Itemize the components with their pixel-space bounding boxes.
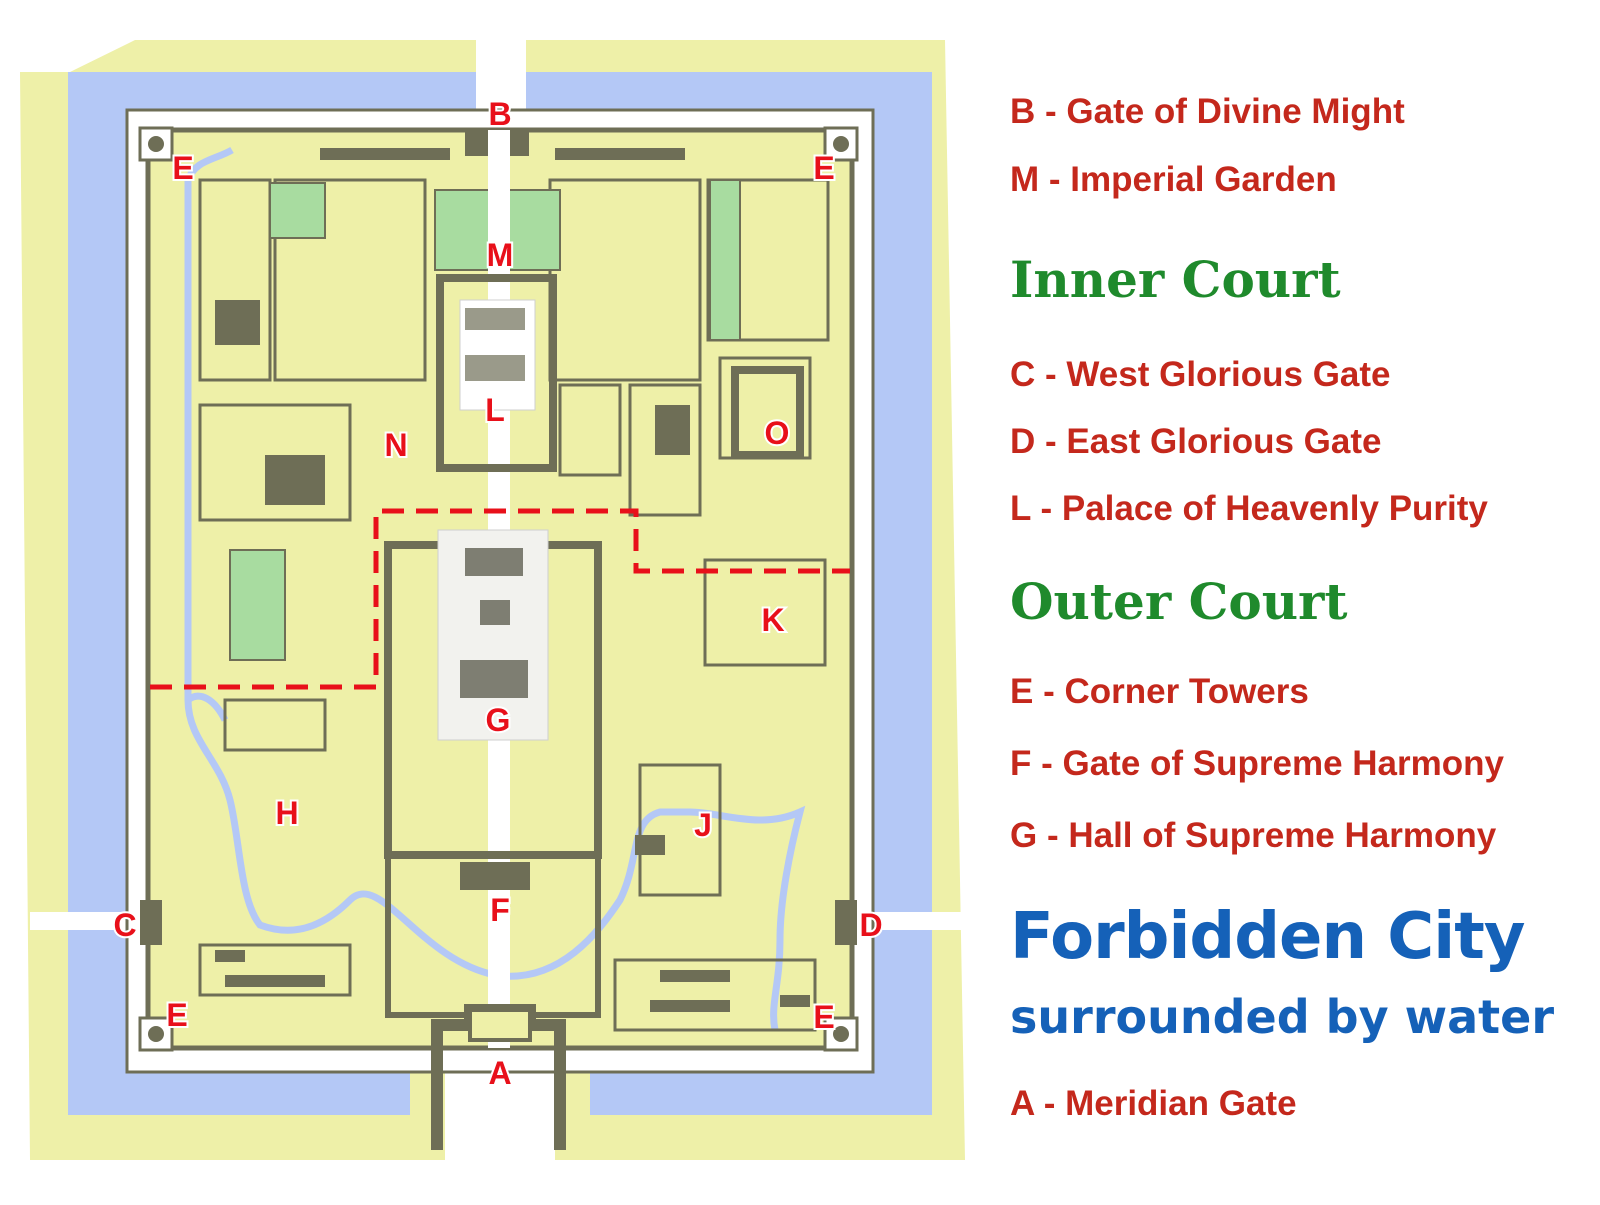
map-label-h: H <box>275 795 298 831</box>
legend-item-d: D - East Glorious Gate <box>1010 422 1382 461</box>
map-label-e-northwest: E <box>172 150 193 186</box>
legend-item-l: L - Palace of Heavenly Purity <box>1010 489 1488 528</box>
map-legend: B - Gate of Divine Might M - Imperial Ga… <box>1010 0 1590 1205</box>
inner-court-heading: Inner Court <box>1010 250 1341 309</box>
heavenly-purity-hall <box>465 308 525 330</box>
map-label-l: L <box>485 392 505 428</box>
map-label-e-southwest: E <box>166 997 187 1033</box>
legend-item-c: C - West Glorious Gate <box>1010 355 1391 394</box>
legend-item-e: E - Corner Towers <box>1010 672 1309 711</box>
heavenly-purity-compound <box>436 274 557 472</box>
map-label-d: D <box>859 907 882 943</box>
gardens <box>229 179 741 661</box>
map-label-e-northeast: E <box>813 150 834 186</box>
inner-court-buildings <box>198 178 830 1032</box>
west-glorious-gate <box>140 900 162 945</box>
map-label-c: C <box>113 907 136 943</box>
map-label-e-southeast: E <box>813 999 834 1035</box>
supreme-harmony-gate <box>460 862 530 890</box>
corner-tower-cores <box>148 136 849 1042</box>
south-approach-road <box>445 1060 555 1160</box>
west-bridge <box>30 912 130 930</box>
compound-o <box>731 366 804 459</box>
court-boundary-line <box>150 508 850 690</box>
meridian-gate-center <box>468 1008 532 1042</box>
map-label-k: K <box>761 602 784 638</box>
map-label-a: A <box>488 1055 511 1091</box>
moat-link <box>185 692 229 722</box>
preserving-harmony-hall <box>465 548 523 576</box>
outer-court-heading: Outer Court <box>1010 572 1348 631</box>
central-harmony-hall <box>480 600 510 625</box>
legend-item-m: M - Imperial Garden <box>1010 160 1337 199</box>
forbidden-city-map: B E E M L N O K G H J F C D E E A <box>20 40 965 1160</box>
map-label-f: F <box>490 892 510 928</box>
east-glorious-gate <box>835 900 857 945</box>
map-label-n: N <box>384 427 407 463</box>
legend-item-b: B - Gate of Divine Might <box>1010 92 1405 131</box>
east-bridge <box>870 912 965 930</box>
map-title: Forbidden City <box>1010 900 1525 974</box>
legend-item-f: F - Gate of Supreme Harmony <box>1010 744 1504 783</box>
legend-item-g: G - Hall of Supreme Harmony <box>1010 816 1497 855</box>
map-label-o: O <box>765 415 790 451</box>
map-label-m: M <box>487 237 514 273</box>
map-label-b: B <box>488 96 511 132</box>
map-subtitle: surrounded by water <box>1010 990 1555 1044</box>
supreme-harmony-hall <box>460 660 528 698</box>
heavenly-purity-hall-rear <box>465 355 525 381</box>
map-label-g: G <box>486 702 511 738</box>
legend-item-a: A - Meridian Gate <box>1010 1084 1297 1123</box>
map-label-j: J <box>694 807 712 843</box>
